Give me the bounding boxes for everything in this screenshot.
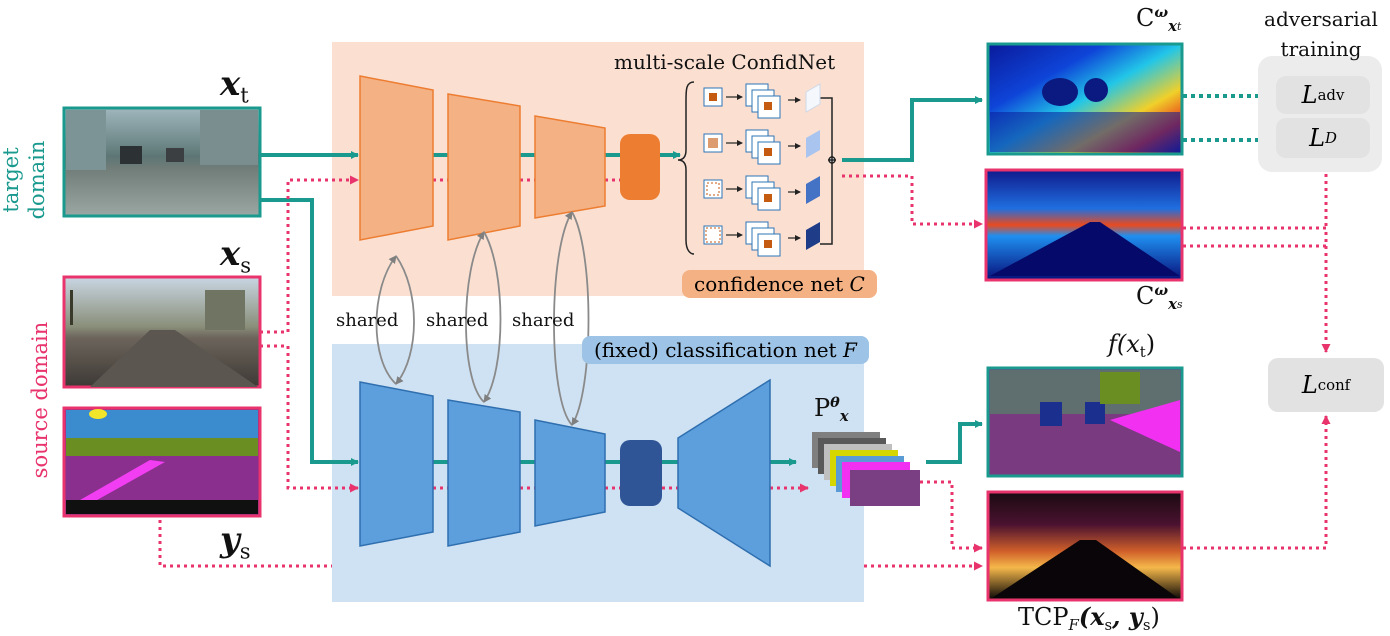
loss-adv-symbol: L xyxy=(1301,81,1318,109)
source-label-symbol: y xyxy=(220,520,240,560)
tcp-arg-x-sub: s xyxy=(1104,616,1113,635)
loss-d-symbol: L xyxy=(1309,124,1325,152)
adversarial-training-label: adversarial training xyxy=(1256,4,1386,64)
confidnet-brace xyxy=(677,81,836,255)
loss-conf-symbol: L xyxy=(1301,371,1318,399)
probability-symbol: P xyxy=(814,394,831,422)
classification-net-symbol: F xyxy=(842,338,857,362)
confidence-net-text: confidence net xyxy=(694,272,844,296)
tcp-map-source xyxy=(986,490,1184,602)
tcp-close: ) xyxy=(1150,603,1160,631)
tcp-text: TCP xyxy=(1018,603,1069,631)
prediction-target-subscript: t xyxy=(1139,343,1146,362)
probability-theta: θ xyxy=(830,394,840,411)
source-domain-label: source domain xyxy=(28,321,52,479)
source-image xyxy=(62,275,262,389)
target-input-subscript: t xyxy=(240,82,249,108)
classification-encoder xyxy=(359,378,771,568)
confidence-target-t: t xyxy=(1176,19,1182,33)
confidence-source-label: Cωxs xyxy=(1136,282,1183,313)
prediction-target-text: f(x xyxy=(1108,330,1140,358)
prediction-map-target xyxy=(986,366,1184,478)
adversarial-arrows xyxy=(1183,92,1273,144)
tcp-arg-y: , y xyxy=(1112,602,1143,631)
adversarial-line-1: adversarial xyxy=(1264,7,1378,31)
confidence-source-s: s xyxy=(1176,297,1183,311)
target-input-symbol: x xyxy=(220,64,241,104)
shared-weight-arrows xyxy=(375,211,590,426)
tcp-subscript: F xyxy=(1068,616,1079,635)
confidence-source-x: x xyxy=(1168,295,1177,314)
prediction-target-label: f(xt) xyxy=(1108,330,1155,361)
confidence-target-omega: ω xyxy=(1154,4,1169,21)
confidence-source-symbol: C xyxy=(1136,282,1155,310)
confidence-source-omega: ω xyxy=(1154,282,1169,299)
loss-conf-subscript: conf xyxy=(1317,376,1351,394)
source-input-subscript: s xyxy=(240,252,252,278)
tcp-label: TCPF(xs, ys) xyxy=(1018,602,1160,634)
source-label-subscript: s xyxy=(239,538,251,564)
probability-maps-stack xyxy=(812,432,920,506)
adversarial-line-2: training xyxy=(1280,37,1362,61)
shared-label-2: shared xyxy=(426,310,489,331)
confidence-target-symbol: C xyxy=(1136,4,1155,32)
target-input-label: xt xyxy=(220,64,249,107)
confidence-net-badge: confidence net C xyxy=(682,270,877,298)
source-flow-arrows xyxy=(158,159,1331,571)
shared-label-3: shared xyxy=(512,310,575,331)
classification-net-badge: (fixed) classification net F xyxy=(582,336,869,364)
confidence-target-label: Cωxt xyxy=(1136,4,1181,35)
confidnet-rows xyxy=(703,83,821,257)
probability-x: x xyxy=(839,407,849,426)
multiscale-confidnet-label: multi-scale ConfidNet xyxy=(614,50,836,74)
confidence-bottleneck xyxy=(620,134,660,200)
target-domain-label: target domain xyxy=(0,140,49,220)
source-label-image xyxy=(62,406,262,518)
confidence-target-x: x xyxy=(1168,17,1177,36)
source-input-label: xs xyxy=(220,234,251,277)
confidence-map-target xyxy=(986,42,1184,156)
source-label-label: ys xyxy=(220,520,251,563)
tcp-arg-x: (x xyxy=(1078,602,1105,631)
target-flow-arrows xyxy=(260,96,983,466)
classification-bottleneck xyxy=(620,440,662,506)
prediction-target-close: ) xyxy=(1145,330,1156,358)
loss-d-subscript: D xyxy=(1325,129,1337,147)
shared-label-1: shared xyxy=(336,310,399,331)
tcp-arg-y-sub: s xyxy=(1142,616,1151,635)
target-image xyxy=(62,106,262,218)
confidence-net-symbol: C xyxy=(849,272,865,296)
confidence-encoder xyxy=(359,75,606,241)
source-input-symbol: x xyxy=(220,234,241,274)
probability-label: Pθx xyxy=(814,394,849,425)
confidence-map-source xyxy=(984,168,1184,282)
classification-net-text: (fixed) classification net xyxy=(594,338,837,362)
loss-adv-subscript: adv xyxy=(1317,86,1345,104)
